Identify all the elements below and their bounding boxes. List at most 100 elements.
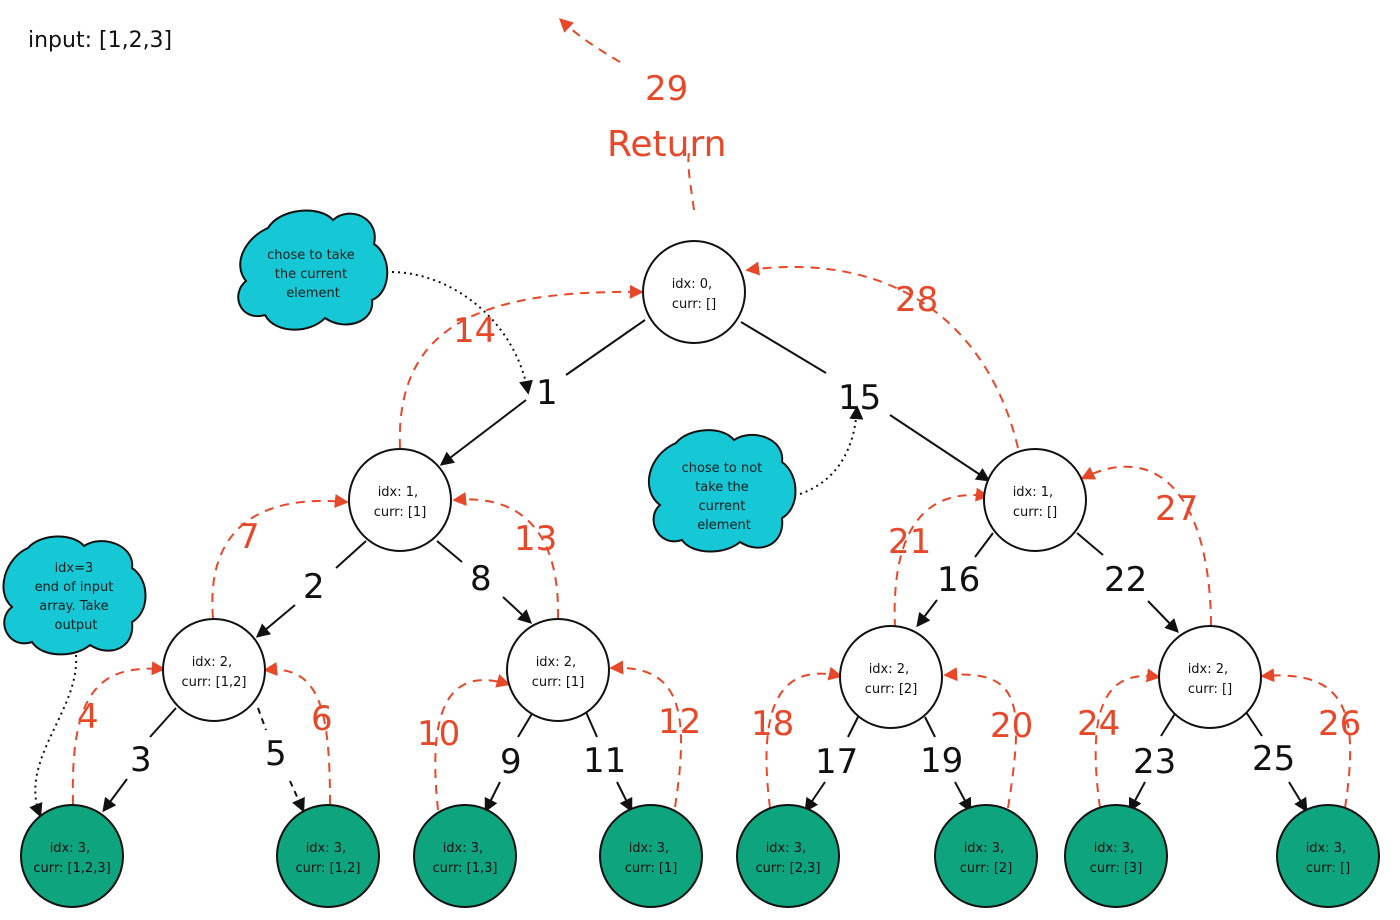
cloud-nottake-line-3: current bbox=[698, 499, 745, 514]
leaf-l6-idx: idx: 3, bbox=[1094, 841, 1134, 856]
return-arrow-14 bbox=[398, 284, 644, 449]
edge-label15-to-n2 bbox=[889, 414, 991, 482]
leaf-l7-idx: idx: 3, bbox=[1306, 841, 1346, 856]
leaf-nodes: idx: 3, curr: [1,2,3] idx: 3, curr: [1,2… bbox=[20, 804, 1380, 908]
return-arrow-26 bbox=[1260, 668, 1352, 809]
tree-nodes: idx: 0, curr: [] idx: 1, curr: [1] idx: … bbox=[162, 240, 1262, 729]
edge-n0-to-label1 bbox=[565, 319, 646, 376]
cloud-take: chose to take the current element bbox=[237, 209, 389, 331]
svg-text:idx=3 end of input: idx=3 end of input array. Take output bbox=[35, 561, 118, 633]
svg-text:idx: 3, curr: [3]: idx: 3, curr: [3] bbox=[1090, 841, 1143, 876]
edge-label23-to-l6 bbox=[1128, 781, 1146, 813]
svg-text:idx: 2, curr: []: idx: 2, curr: [] bbox=[1188, 662, 1233, 697]
cloud-take-line-3: element bbox=[286, 286, 340, 301]
step-label-1: 1 bbox=[536, 373, 558, 413]
return-arrow-20 bbox=[943, 667, 1018, 809]
edge-label2-to-n3 bbox=[255, 604, 296, 638]
edge-n2-to-label16 bbox=[974, 532, 994, 558]
step-label-28: 28 bbox=[895, 280, 938, 320]
edge-label17-to-l4 bbox=[804, 781, 826, 813]
cloud-nottake-line-1: chose to not bbox=[682, 461, 763, 476]
edge-label8-to-n4 bbox=[502, 596, 533, 624]
step-label-27: 27 bbox=[1155, 489, 1198, 529]
leaf-l0-idx: idx: 3, bbox=[50, 841, 90, 856]
node-n1-idx: idx: 1, bbox=[378, 485, 418, 500]
cloud-end-line-1: idx=3 bbox=[55, 561, 94, 576]
svg-text:idx: 3, curr: [1,2]: idx: 3, curr: [1,2] bbox=[296, 841, 361, 876]
svg-text:idx: 3, curr: [1,2,3]: idx: 3, curr: [1,2,3] bbox=[33, 841, 110, 876]
leaf-l1-idx: idx: 3, bbox=[306, 841, 346, 856]
step-labels-red: 4 6 7 10 12 13 14 18 20 21 24 26 27 28 2… bbox=[77, 69, 1361, 754]
step-label-4: 4 bbox=[77, 697, 99, 737]
node-n4-idx: idx: 2, bbox=[536, 655, 576, 670]
node-n3-curr: curr: [1,2] bbox=[182, 675, 247, 690]
edge-n3-to-label5 bbox=[257, 707, 267, 731]
return-arrow-24 bbox=[1094, 668, 1161, 809]
leaf-node-l0: idx: 3, curr: [1,2,3] bbox=[20, 804, 124, 908]
connector-end-cloud bbox=[29, 654, 78, 818]
leaf-l0-curr: curr: [1,2,3] bbox=[33, 861, 110, 876]
step-label-2: 2 bbox=[303, 567, 325, 607]
step-label-16: 16 bbox=[937, 560, 980, 600]
svg-text:chose to take the curren: chose to take the current element bbox=[267, 248, 359, 301]
leaf-node-l7: idx: 3, curr: [] bbox=[1276, 804, 1380, 908]
edge-n3-to-label3 bbox=[149, 707, 177, 738]
step-label-22: 22 bbox=[1104, 560, 1147, 600]
svg-text:idx: 3, curr: [1,3]: idx: 3, curr: [1,3] bbox=[433, 841, 498, 876]
step-label-9: 9 bbox=[500, 742, 522, 782]
leaf-node-l5: idx: 3, curr: [2] bbox=[934, 804, 1038, 908]
step-label-17: 17 bbox=[815, 742, 858, 782]
tree-edges bbox=[102, 319, 1308, 813]
return-arrow-12 bbox=[609, 660, 683, 808]
connector-take-cloud bbox=[385, 270, 533, 395]
cloud-end-line-4: output bbox=[55, 618, 98, 633]
input-title: input: [1,2,3] bbox=[28, 28, 173, 53]
tree-node-n6: idx: 2, curr: [] bbox=[1158, 625, 1262, 729]
step-label-18: 18 bbox=[751, 704, 794, 744]
svg-text:idx: 2, curr: [1]: idx: 2, curr: [1] bbox=[532, 655, 585, 690]
return-arrow-4 bbox=[71, 661, 166, 805]
leaf-l3-idx: idx: 3, bbox=[629, 841, 669, 856]
cloud-end: idx=3 end of input array. Take output bbox=[2, 535, 147, 656]
edge-n1-to-label8 bbox=[436, 540, 463, 563]
edge-n0-to-label15 bbox=[740, 321, 827, 374]
cloud-end-shape bbox=[2, 535, 147, 656]
cloud-nottake-shape bbox=[647, 429, 797, 553]
edge-n4-to-label11 bbox=[585, 711, 598, 738]
step-label-23: 23 bbox=[1133, 742, 1176, 782]
leaf-l5-curr: curr: [2] bbox=[960, 861, 1013, 876]
svg-text:idx: 2, curr: [1,2]: idx: 2, curr: [1,2] bbox=[182, 655, 247, 690]
step-label-11: 11 bbox=[583, 741, 626, 781]
cloud-take-line-2: the current bbox=[275, 267, 347, 282]
edge-label22-to-n6 bbox=[1147, 600, 1179, 634]
tree-node-n1: idx: 1, curr: [1] bbox=[348, 448, 452, 552]
node-n2-idx: idx: 1, bbox=[1013, 485, 1053, 500]
edge-n5-to-label17 bbox=[847, 716, 859, 738]
edge-n2-to-label22 bbox=[1076, 532, 1104, 556]
node-n0-idx: idx: 0, bbox=[672, 277, 712, 292]
edge-label5-to-l1 bbox=[289, 780, 305, 813]
cloud-end-line-3: array. Take bbox=[39, 599, 108, 614]
connector-nottake-cloud bbox=[799, 405, 864, 495]
leaf-l7-curr: curr: [] bbox=[1306, 861, 1350, 876]
return-arrow-13 bbox=[452, 492, 560, 619]
leaf-l1-curr: curr: [1,2] bbox=[296, 861, 361, 876]
leaf-node-l2: idx: 3, curr: [1,3] bbox=[413, 804, 517, 908]
tree-node-n4: idx: 2, curr: [1] bbox=[506, 618, 610, 722]
leaf-l2-idx: idx: 3, bbox=[443, 841, 483, 856]
cloud-end-line-2: end of input bbox=[35, 580, 114, 595]
edge-n4-to-label9 bbox=[517, 711, 534, 738]
step-label-6: 6 bbox=[311, 699, 333, 739]
edge-label16-to-n5 bbox=[916, 599, 938, 628]
edge-n1-to-label2 bbox=[335, 540, 367, 569]
leaf-l4-idx: idx: 3, bbox=[766, 841, 806, 856]
return-arrow-28 bbox=[745, 261, 1019, 449]
node-n1-curr: curr: [1] bbox=[374, 505, 427, 520]
leaf-node-l3: idx: 3, curr: [1] bbox=[599, 804, 703, 908]
return-arrow-18 bbox=[765, 666, 843, 809]
return-arrow-29 bbox=[687, 149, 695, 211]
step-label-3: 3 bbox=[130, 740, 152, 780]
node-n5-curr: curr: [2] bbox=[865, 682, 918, 697]
tree-node-n2: idx: 1, curr: [] bbox=[983, 448, 1087, 552]
